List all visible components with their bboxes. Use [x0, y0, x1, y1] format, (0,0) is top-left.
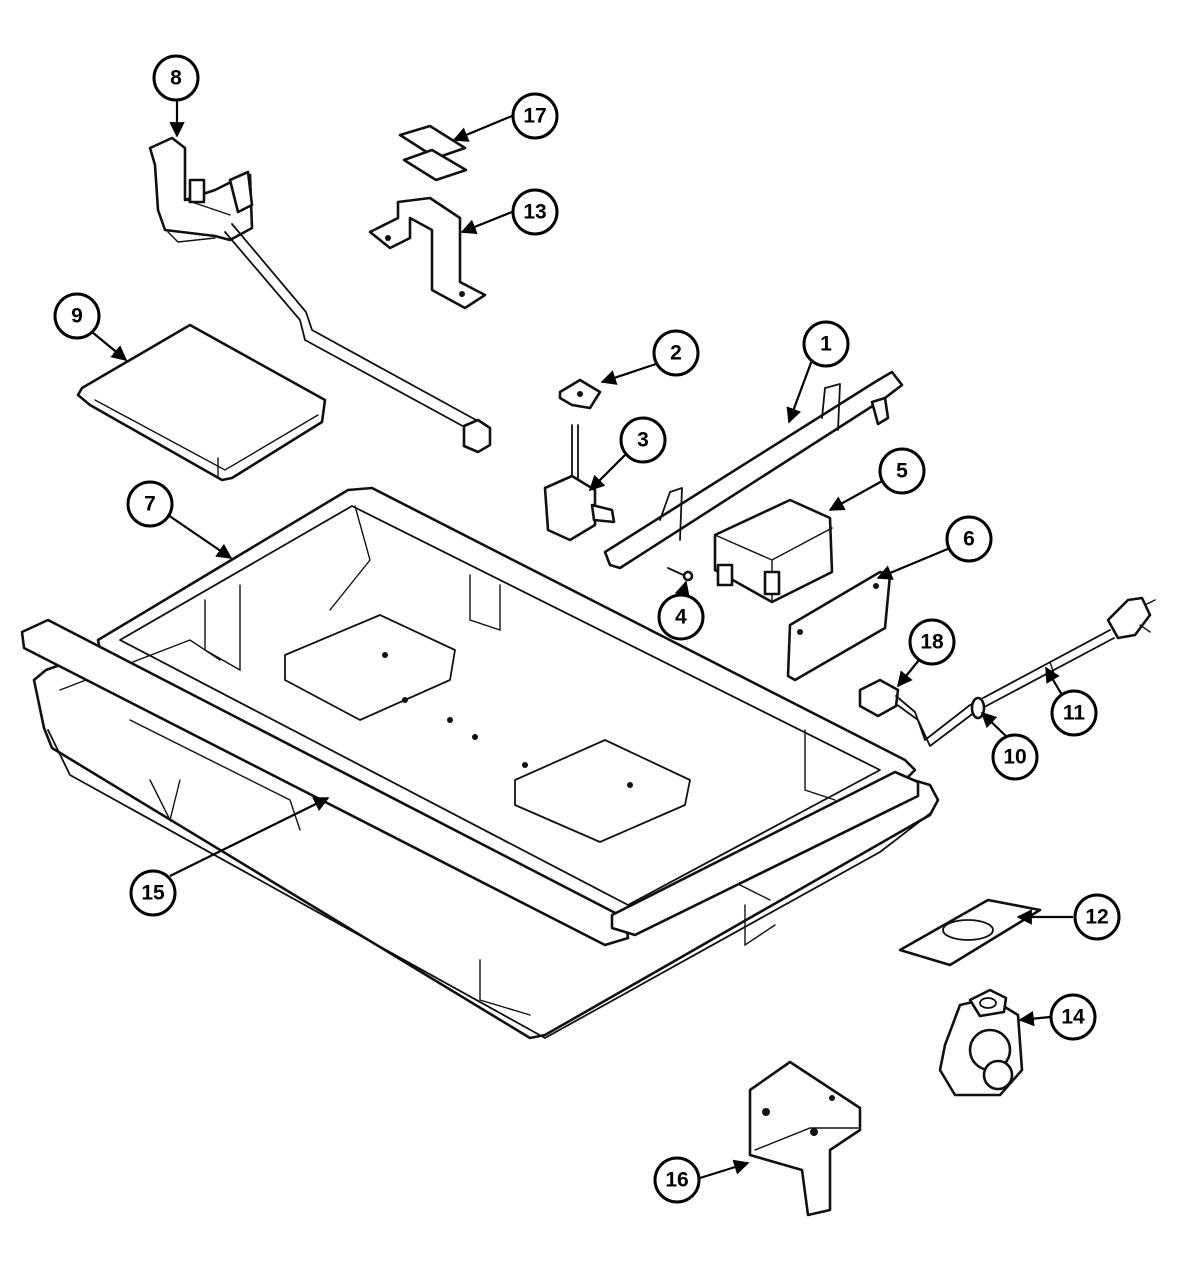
svg-text:6: 6 [963, 528, 975, 551]
callout-12: 12 [1073, 893, 1121, 941]
callout-6: 6 [945, 515, 993, 563]
part-orifice-holder [543, 424, 616, 542]
part-burner-box [20, 486, 940, 1040]
part-valve-bracket [148, 136, 492, 454]
part-u-bracket [368, 196, 487, 310]
svg-text:13: 13 [523, 201, 546, 224]
callout-4: 4 [657, 593, 705, 641]
callout-11: 11 [1050, 689, 1098, 737]
leader-1 [786, 359, 814, 424]
leader-9 [91, 331, 128, 361]
part-cover-plate [76, 323, 327, 482]
svg-text:16: 16 [665, 1169, 688, 1192]
svg-text:2: 2 [670, 342, 682, 365]
svg-text:8: 8 [170, 67, 182, 90]
callout-13: 13 [511, 188, 559, 236]
leader-18 [897, 659, 920, 688]
svg-text:14: 14 [1061, 1006, 1085, 1029]
svg-text:11: 11 [1063, 702, 1086, 725]
leader-3 [588, 454, 626, 492]
part-manifold [603, 370, 904, 570]
leader-17 [452, 114, 513, 142]
callout-5: 5 [878, 447, 926, 495]
part-power-cord [858, 596, 1156, 747]
callout-18: 18 [908, 618, 956, 666]
leader-10 [980, 711, 1009, 739]
svg-text:5: 5 [896, 460, 908, 483]
callout-9: 9 [53, 292, 101, 340]
svg-text:15: 15 [141, 882, 165, 905]
callout-2: 2 [652, 329, 700, 377]
part-spark-module [713, 498, 834, 604]
part-gasket-plate [898, 898, 1042, 967]
part-corner-bracket [748, 1060, 862, 1217]
part-pad [398, 124, 468, 182]
svg-text:17: 17 [523, 105, 546, 128]
leader-7 [167, 514, 233, 559]
callout-14: 14 [1049, 993, 1097, 1041]
svg-text:3: 3 [637, 429, 649, 452]
part-clip [558, 378, 602, 410]
part-regulator [938, 988, 1024, 1097]
leader-5 [828, 479, 885, 511]
leader-14 [1018, 1010, 1051, 1027]
svg-text:10: 10 [1003, 746, 1026, 769]
leader-15 [169, 797, 330, 877]
leader-16 [699, 1159, 750, 1180]
svg-text:4: 4 [675, 606, 687, 629]
callout-8: 8 [152, 54, 200, 102]
callout-7: 7 [126, 480, 174, 528]
callout-3: 3 [619, 416, 667, 464]
callout-1: 1 [802, 320, 850, 368]
part-screw [667, 567, 694, 582]
leader-lines [91, 100, 1073, 1180]
svg-text:12: 12 [1085, 906, 1108, 929]
callout-17: 17 [511, 92, 559, 140]
svg-text:9: 9 [71, 305, 83, 328]
callout-16: 16 [653, 1156, 701, 1204]
svg-text:7: 7 [144, 493, 156, 516]
leader-2 [600, 362, 657, 385]
part-mounting-plate [786, 570, 892, 682]
callout-15: 15 [129, 869, 177, 917]
leader-13 [460, 210, 513, 235]
callout-10: 10 [991, 733, 1039, 781]
leader-6 [876, 546, 951, 580]
svg-text:1: 1 [820, 333, 832, 356]
svg-text:18: 18 [920, 631, 944, 654]
